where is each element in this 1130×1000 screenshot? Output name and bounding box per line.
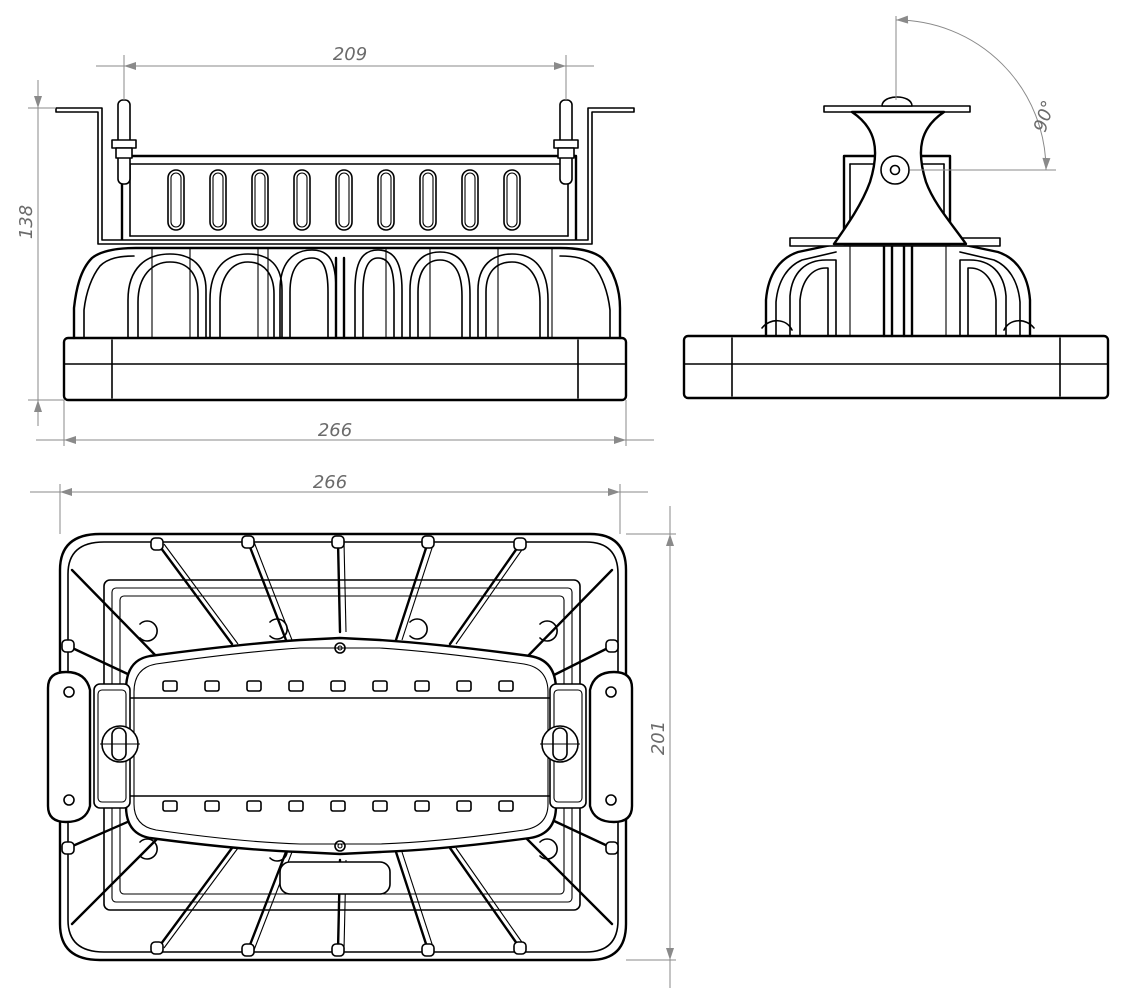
side-bracket: [823, 96, 971, 246]
side-view: [682, 96, 1110, 400]
dim-width-209: 209: [333, 44, 367, 65]
dim-depth-201: 201: [648, 721, 669, 755]
front-view: [55, 99, 635, 402]
top-fins: [66, 540, 614, 952]
dim-width-266-front: 266: [318, 420, 352, 441]
front-base: [62, 336, 628, 402]
top-bracket-left: [46, 670, 140, 824]
front-heatsink: [72, 246, 622, 340]
dim-angle-90: 90°: [1030, 98, 1060, 135]
front-dimensions: 209 138 266: [16, 44, 654, 446]
side-heatsink: [761, 237, 1035, 338]
dim-height-138: 138: [16, 205, 37, 239]
side-base: [682, 334, 1110, 400]
top-view: [46, 532, 634, 962]
top-fin-tips: [61, 535, 619, 957]
top-dimensions: 266 201: [30, 472, 676, 988]
top-driver-plate: [124, 636, 558, 856]
dim-width-266-top: 266: [313, 472, 347, 493]
top-bracket-right: [540, 670, 634, 824]
front-bracket: [55, 99, 635, 245]
front-driver-box: [120, 154, 578, 244]
